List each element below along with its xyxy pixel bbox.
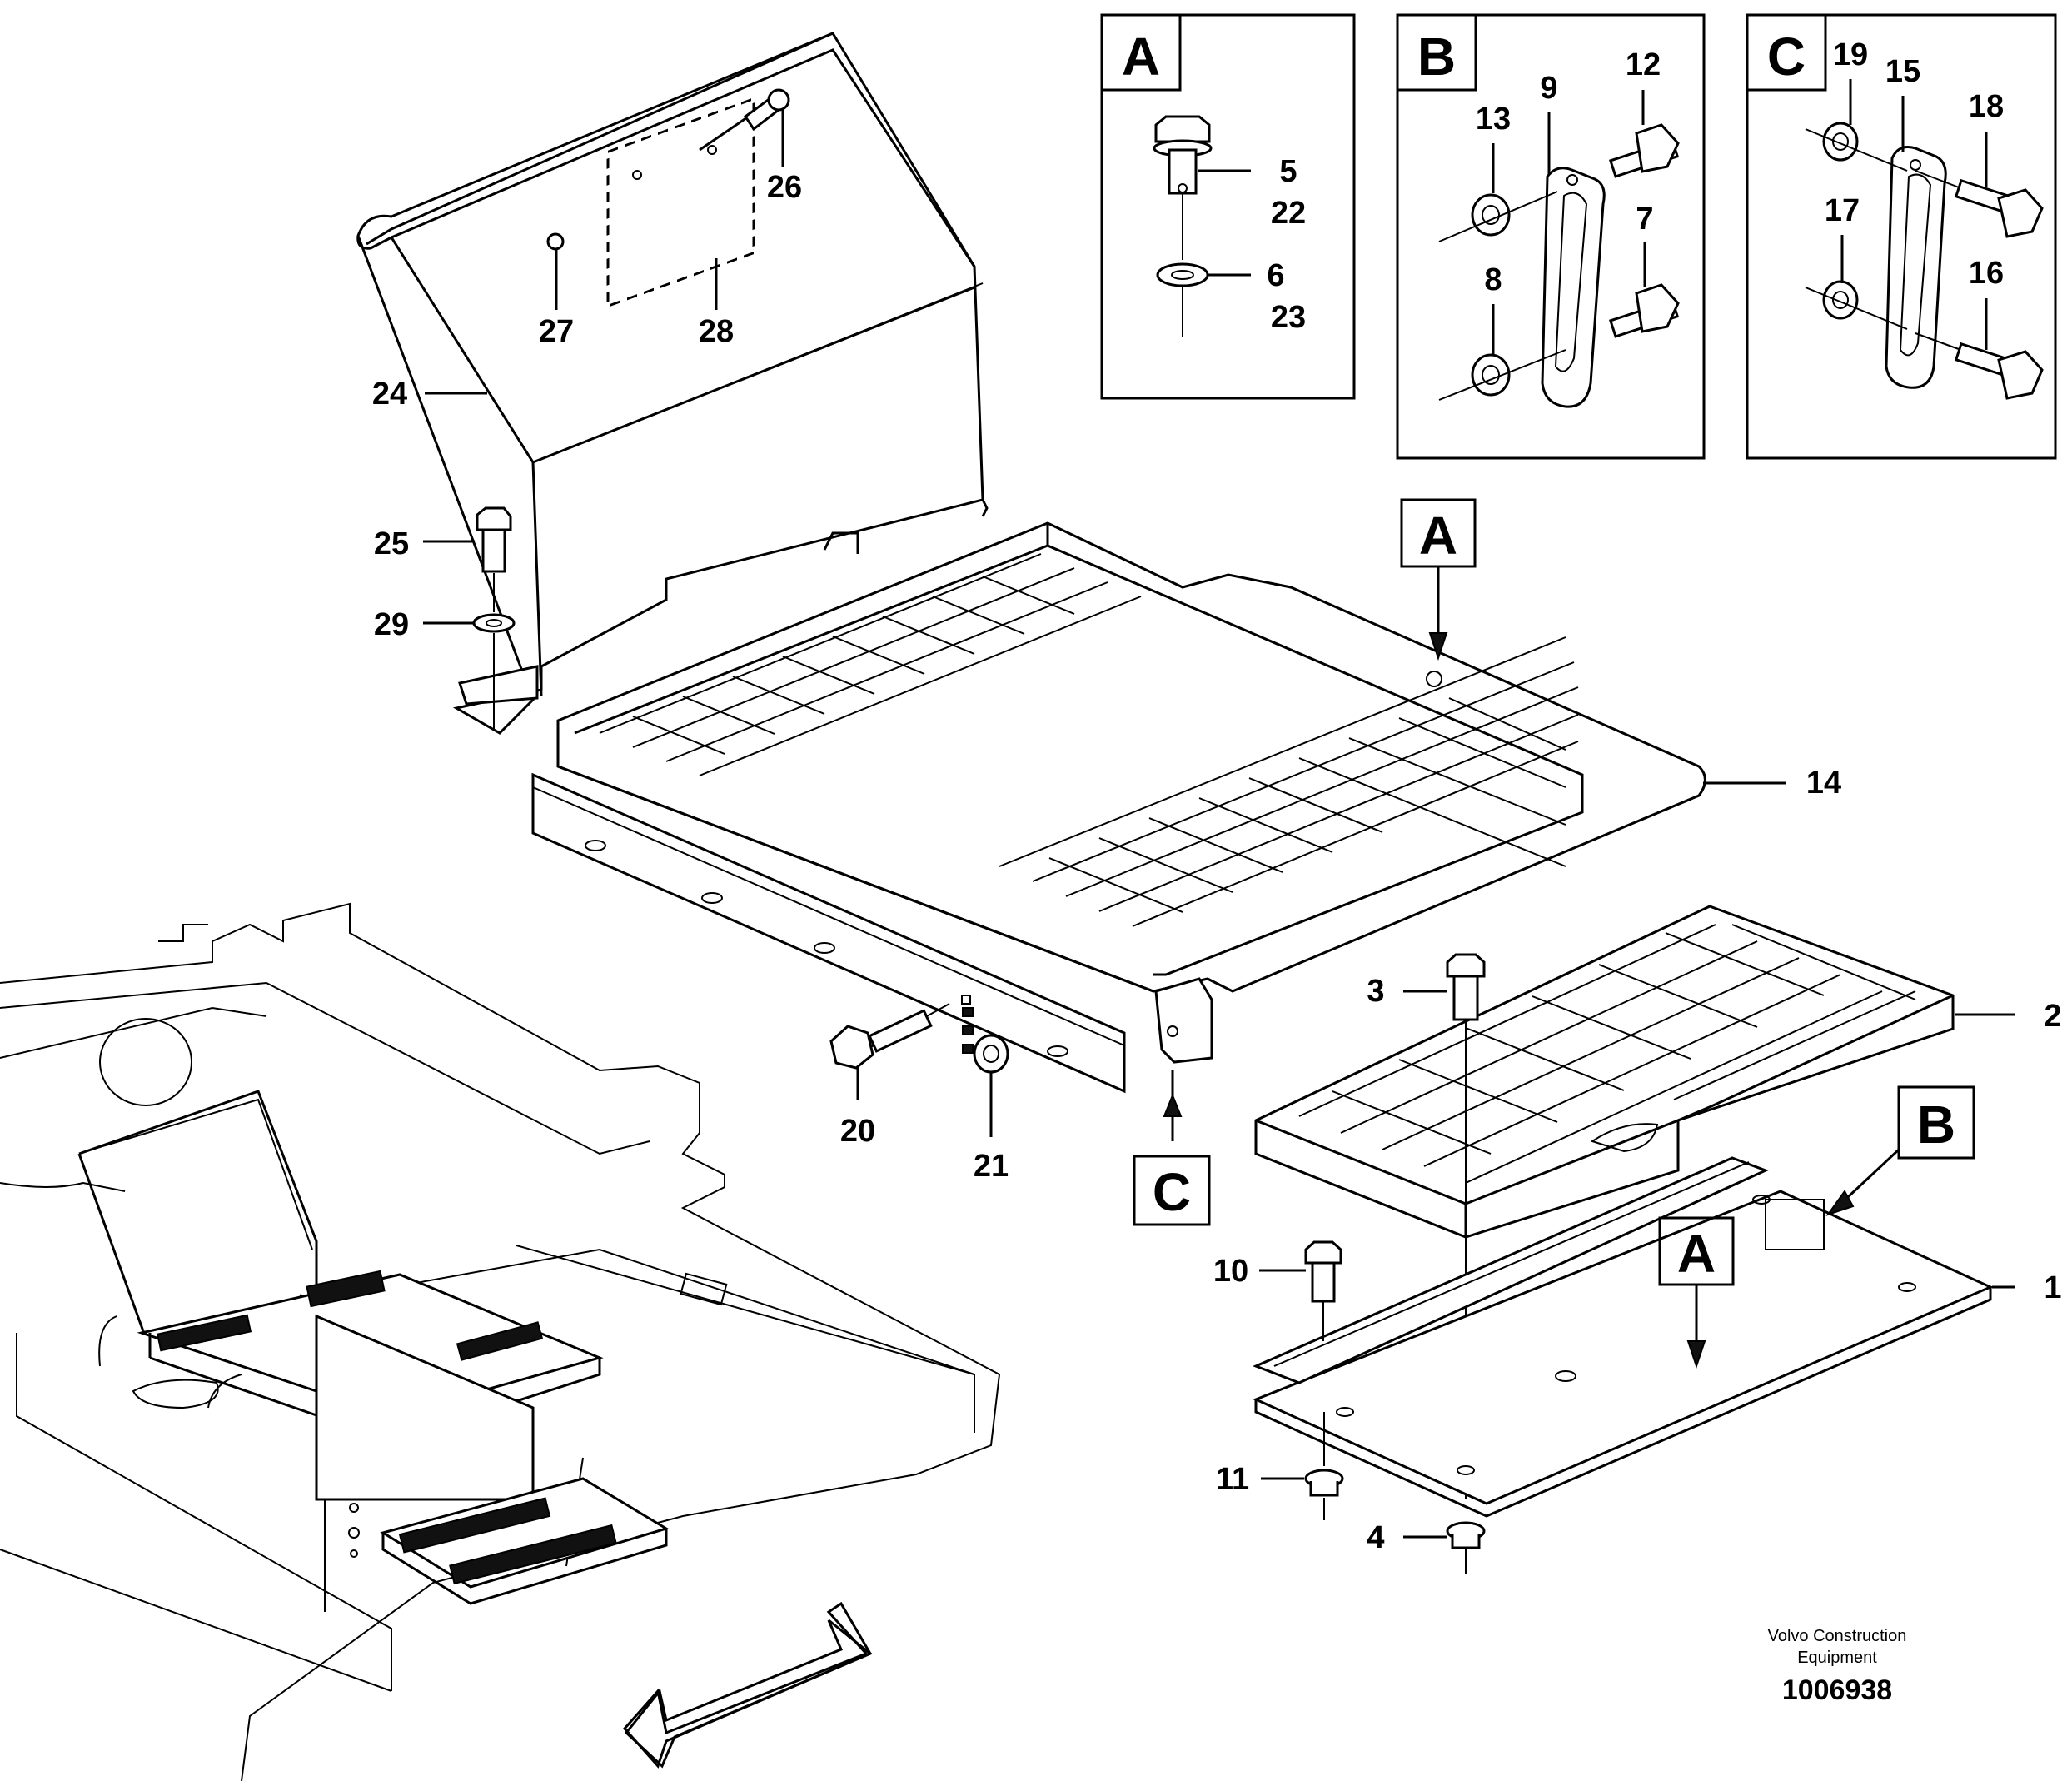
step-grate: [1254, 905, 1955, 1239]
flange-bolt-icon: [476, 506, 512, 612]
detail-box-b-label-frame: [1396, 13, 1477, 92]
view-marker-b: B: [1917, 1095, 1955, 1155]
flange-bolt-icon: [1446, 953, 1486, 1499]
flange-bolt-icon: [1608, 283, 1680, 338]
detail-box-c-label: C: [1767, 27, 1806, 87]
callout-5: 5: [1279, 154, 1297, 189]
flange-nut-icon: [1805, 122, 1908, 172]
callout-28: 28: [699, 314, 734, 349]
credit-line-2: Equipment: [1797, 1649, 1877, 1667]
slotted-bracket-icon: [1885, 146, 1947, 389]
callout-2: 2: [2044, 999, 2061, 1034]
cover-plate: [77, 1090, 318, 1332]
flange-nut-icon: [1805, 280, 1908, 330]
callout-17: 17: [1825, 193, 1860, 228]
detail-box-a: A 5 22 6 23: [1100, 13, 1356, 400]
callout-21: 21: [974, 1149, 1009, 1184]
flange-nut-icon: [1438, 191, 1558, 242]
detail-box-b-frame: [1396, 13, 1706, 460]
callout-24: 24: [372, 377, 407, 412]
base-plate: [1253, 1156, 1994, 1518]
flange-nut-icon: [1304, 1412, 1344, 1520]
callout-7: 7: [1636, 202, 1653, 237]
callout-10: 10: [1213, 1254, 1248, 1289]
screw-icon: [699, 88, 790, 152]
callout-19: 19: [1833, 37, 1868, 72]
step-platform: [531, 521, 1706, 1094]
callout-20: 20: [840, 1114, 875, 1149]
flange-bolt-icon: [1915, 332, 2044, 400]
flange-nut-icon: [1446, 1521, 1486, 1574]
callout-16: 16: [1969, 256, 2004, 291]
callout-1: 1: [2044, 1270, 2061, 1305]
washer-icon: [472, 613, 516, 729]
washer-icon: [1156, 262, 1209, 337]
callout-14: 14: [1806, 766, 1841, 801]
callout-6: 6: [1267, 258, 1284, 293]
flange-nut-icon: [1438, 349, 1566, 401]
detail-box-a-frame: [1100, 13, 1356, 400]
flange-bolt-icon: [1304, 1240, 1342, 1341]
callout-25: 25: [374, 526, 409, 561]
view-marker-c: C: [1153, 1162, 1191, 1222]
detail-box-a-label: A: [1122, 27, 1160, 87]
callout-15: 15: [1885, 54, 1920, 89]
detail-box-b: B 13 9 12 7: [1396, 13, 1706, 460]
label-plate-outline: [606, 97, 755, 308]
callout-9: 9: [1540, 71, 1557, 106]
step-platform: [132, 1270, 604, 1558]
flange-nut-icon: [961, 995, 1009, 1074]
flange-bolt-icon: [1915, 170, 2044, 238]
callout-11: 11: [1216, 1462, 1249, 1497]
document-number: 1006938: [1782, 1674, 1892, 1706]
flange-bolt-icon: [1153, 115, 1213, 260]
detail-box-c: C 19 15 18 17: [1746, 13, 2057, 460]
slotted-bracket-icon: [1541, 167, 1606, 408]
grating-pattern: [1298, 924, 1916, 1184]
flange-bolt-icon: [829, 1003, 950, 1070]
direction-arrow-icon: [622, 1601, 873, 1769]
view-marker-c-frame: [1133, 1155, 1211, 1226]
callout-4: 4: [1367, 1520, 1384, 1555]
view-marker-a-lower: A: [1677, 1224, 1716, 1284]
callout-8: 8: [1484, 262, 1502, 297]
callout-13: 13: [1476, 102, 1511, 137]
grating-pattern: [398, 1497, 617, 1585]
step-grate: [380, 1477, 670, 1605]
flange-bolt-icon: [1608, 123, 1680, 178]
credit-line-1: Volvo Construction: [1768, 1627, 1907, 1645]
detail-box-a-label-frame: [1100, 13, 1182, 92]
callout-27: 27: [539, 314, 574, 349]
view-marker-a-top: A: [1419, 506, 1457, 566]
callout-26: 26: [767, 170, 802, 205]
callout-18: 18: [1969, 89, 2004, 124]
callout-23: 23: [1271, 300, 1306, 335]
machine-frame: [0, 902, 1001, 1781]
callout-12: 12: [1626, 47, 1661, 82]
grating-pattern: [599, 553, 1579, 927]
view-marker-b-frame: [1897, 1085, 1975, 1160]
cover-plate: [356, 32, 989, 735]
callout-22: 22: [1271, 196, 1306, 231]
callout-3: 3: [1367, 974, 1384, 1009]
callout-29: 29: [374, 607, 409, 642]
detail-box-c-label-frame: [1746, 13, 1827, 92]
detail-box-c-frame: [1746, 13, 2057, 460]
detail-box-b-label: B: [1417, 27, 1456, 87]
